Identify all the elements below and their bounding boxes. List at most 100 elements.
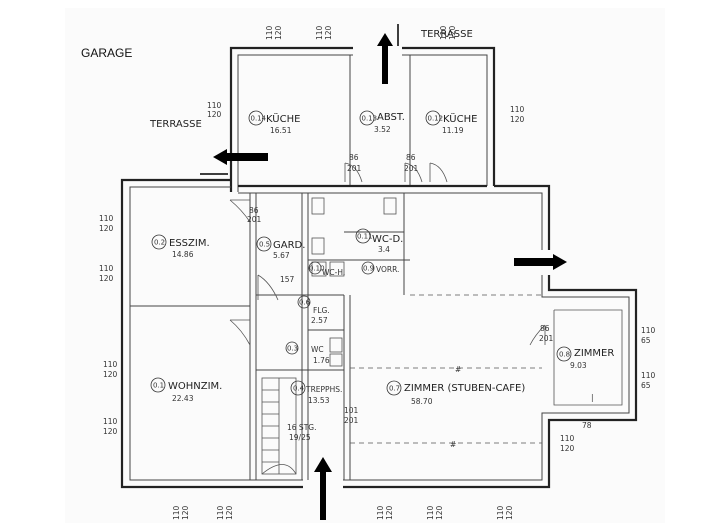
dim-label: 110 <box>641 371 656 380</box>
dim-label: 110 <box>103 417 118 426</box>
dim-label: 86 <box>249 206 259 215</box>
room-number: 0.4 <box>293 385 305 393</box>
arrow-up-icon <box>377 24 399 84</box>
room-number: 0.13 <box>362 115 378 123</box>
dim-label: 157 <box>280 275 295 284</box>
room-area: 2.57 <box>311 316 328 325</box>
svg-text:#: # <box>455 365 461 374</box>
room-name: GARD. <box>273 240 305 251</box>
room-name: TREPPHS. <box>305 385 342 394</box>
room-0-3: 0.3 WC 1.76 <box>285 341 330 365</box>
dim-label: 120 <box>103 370 118 379</box>
room-0-6: 0.6 FLG. 2.57 <box>297 295 330 325</box>
room-name: ZIMMER (STUBEN-CAFE) <box>404 383 525 394</box>
room-number: 0.8 <box>559 351 570 359</box>
dim-label: 110 <box>496 505 505 520</box>
dim-label: 120 <box>274 25 283 40</box>
room-area: 13.53 <box>308 396 330 405</box>
room-name: FLG. <box>313 306 330 315</box>
dim-label: 120 <box>207 110 222 119</box>
dim-label: 110 <box>560 434 575 443</box>
room-number: 0.5 <box>259 241 270 249</box>
garage-label: GARAGE <box>81 46 132 60</box>
room-0-11: 0.11 WC-D. 3.4 <box>355 228 403 254</box>
dim-label: 110 <box>426 505 435 520</box>
dim-label: 120 <box>99 224 114 233</box>
door-swings <box>229 162 546 346</box>
stair-note-ratio: 19/25 <box>289 433 311 442</box>
dim-label: 110 <box>99 214 114 223</box>
dim-label: 110 <box>641 326 656 335</box>
arrow-up-icon <box>314 457 332 520</box>
arrow-left-icon <box>200 149 268 175</box>
dim-label: 65 <box>641 336 651 345</box>
dim-label: 120 <box>435 505 444 520</box>
interior-walls <box>130 55 542 480</box>
room-name: WC <box>311 345 324 354</box>
room-number-circle <box>151 234 167 250</box>
dimension-labels: 110 120 110 120 110 120 110 120 110 120 … <box>99 25 656 520</box>
dim-label: 65 <box>641 381 651 390</box>
svg-text:|: | <box>591 393 594 402</box>
dim-label: 110 <box>99 264 114 273</box>
dim-label: 110 <box>216 505 225 520</box>
room-number-circle <box>285 341 299 355</box>
room-number-circle <box>290 380 306 396</box>
dim-label: 110 <box>315 25 324 40</box>
room-area: 1.76 <box>313 356 330 365</box>
svg-text:#: # <box>450 440 456 449</box>
dim-label: 201 <box>344 416 359 425</box>
room-number-circle <box>361 261 375 275</box>
room-0-8: 0.8 ZIMMER 9.03 <box>556 346 614 370</box>
room-name: ESSZIM. <box>169 238 210 249</box>
dim-label: 201 <box>247 215 262 224</box>
section-marks: # # | <box>450 365 594 449</box>
dim-label: 110 <box>103 360 118 369</box>
room-number-circle <box>359 110 375 126</box>
room-area: 14.86 <box>172 250 194 259</box>
outer-walls <box>120 46 638 489</box>
room-number-circle <box>256 236 272 252</box>
room-number: 0.2 <box>154 239 165 247</box>
dim-label: 78 <box>582 421 592 430</box>
room-name: WC-H. <box>322 268 345 277</box>
room-name: WOHNZIM. <box>168 381 222 392</box>
room-number-circle <box>248 110 264 126</box>
plan-background <box>65 8 665 523</box>
room-0-2: 0.2 ESSZIM. 14.86 <box>151 234 210 259</box>
room-area: 11.19 <box>442 126 464 135</box>
terrasse-top-label: TERRASSE <box>420 29 473 40</box>
room-0-12: 0.12 KÜCHE 11.19 <box>425 110 477 135</box>
room-number: 0.11 <box>357 233 373 241</box>
dim-label: 120 <box>505 505 514 520</box>
room-number: 0.9 <box>363 265 374 273</box>
staircase <box>261 377 297 475</box>
room-number: 0.10 <box>309 265 325 273</box>
room-name: KÜCHE <box>266 112 300 125</box>
stair-note-steps: 16 STG. <box>287 423 316 432</box>
room-number: 0.1 <box>153 382 164 390</box>
dim-label: 110 <box>510 105 525 114</box>
room-area: 22.43 <box>172 394 194 403</box>
dim-label: 110 <box>207 101 222 110</box>
room-number-circle <box>297 295 311 309</box>
dim-label: 120 <box>181 505 190 520</box>
room-0-4: 0.4 TREPPHS. 13.53 <box>290 380 342 405</box>
dim-label: 101 <box>344 406 359 415</box>
dim-label: 110 <box>439 25 448 40</box>
room-number-circle <box>355 228 371 244</box>
room-area: 58.70 <box>411 397 433 406</box>
dim-label: 86 <box>540 324 550 333</box>
room-name: VORR. <box>376 265 399 274</box>
sanitary-fixtures <box>311 197 397 367</box>
room-0-10: 0.10 WC-H. <box>308 261 345 277</box>
dim-label: 120 <box>225 505 234 520</box>
dim-label: 120 <box>510 115 525 124</box>
room-name: KÜCHE <box>443 112 477 125</box>
room-number-circle <box>425 110 441 126</box>
room-area: 9.03 <box>570 361 587 370</box>
dim-label: 201 <box>404 164 419 173</box>
dim-label: 201 <box>347 164 362 173</box>
arrow-right-icon <box>514 254 567 270</box>
